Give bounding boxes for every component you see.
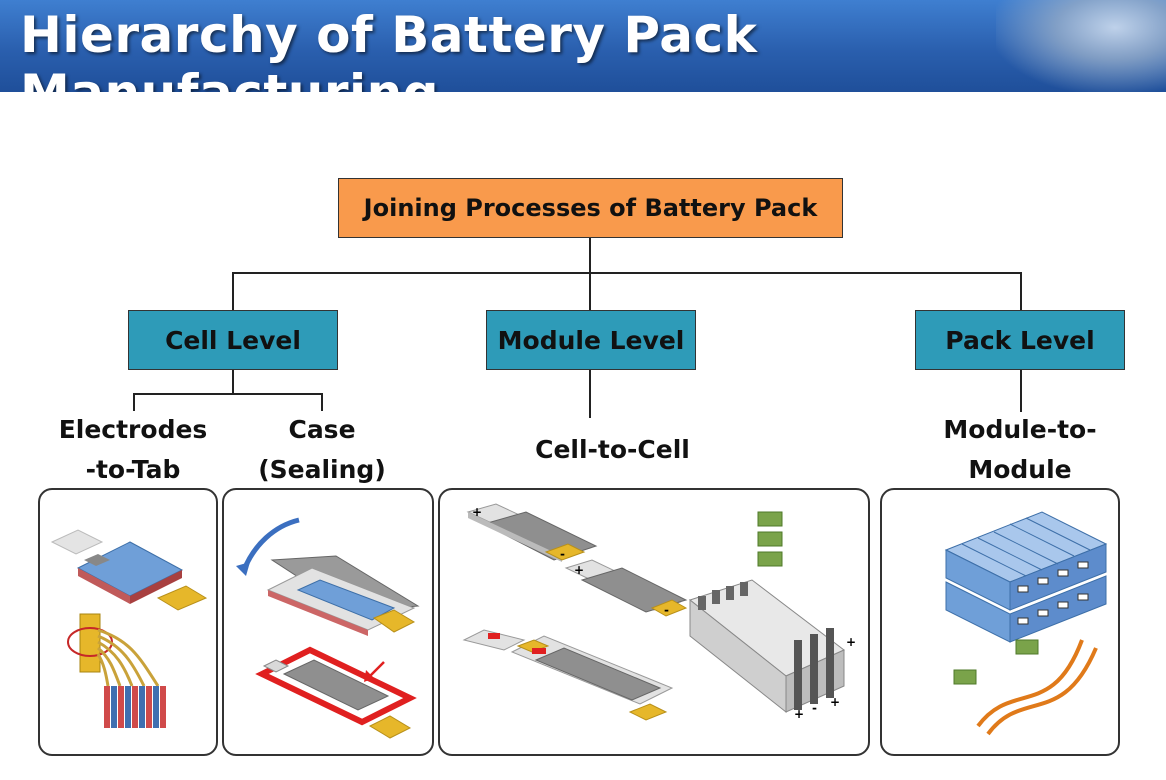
module-to-module-label: Module-to- Module	[943, 415, 1097, 484]
cell-to-cell-label: Cell-to-Cell	[535, 435, 690, 464]
electrodes-to-tab-label: Electrodes -to-Tab	[58, 415, 208, 484]
svg-text:-: -	[560, 547, 565, 561]
connector-cell-down	[232, 370, 234, 394]
connector-to-pack-level	[1020, 272, 1022, 310]
pack-level-node: Pack Level	[915, 310, 1125, 370]
page-title: Hierarchy of Battery Pack Manufacturing	[20, 6, 758, 92]
svg-text:-: -	[812, 701, 817, 715]
connector-to-electrodes	[133, 393, 135, 411]
connector-to-cell-level	[232, 272, 234, 310]
svg-text:+: +	[574, 563, 584, 577]
svg-text:+: +	[846, 635, 856, 649]
cell-level-node: Cell Level	[128, 310, 338, 370]
cell-to-cell-illustration: + - + - + - + +	[462, 503, 856, 721]
module-to-module-illustration	[944, 511, 1108, 736]
connector-cell-split	[133, 393, 323, 395]
electrodes-to-tab-illustration	[50, 529, 208, 728]
cell-to-cell-panel: + - + - + - + +	[438, 488, 870, 756]
car-graphic	[996, 0, 1166, 92]
connector-to-module-level	[589, 272, 591, 310]
module-level-node: Module Level	[486, 310, 696, 370]
header-banner: Hierarchy of Battery Pack Manufacturing	[0, 0, 1166, 92]
svg-text:-: -	[664, 603, 669, 617]
connector-root-down	[589, 238, 591, 274]
svg-text:+: +	[830, 695, 840, 709]
case-sealing-panel	[222, 488, 434, 756]
connector-to-case	[321, 393, 323, 411]
electrodes-to-tab-panel	[38, 488, 218, 756]
root-node: Joining Processes of Battery Pack	[338, 178, 843, 238]
module-to-module-panel	[880, 488, 1120, 756]
case-sealing-label: Case (Sealing)	[258, 415, 386, 484]
svg-text:+: +	[472, 505, 482, 519]
connector-pack-down	[1020, 370, 1022, 412]
svg-text:+: +	[794, 707, 804, 721]
connector-module-down	[589, 370, 591, 418]
connector-horizontal-levels	[232, 272, 1022, 274]
case-sealing-illustration	[236, 517, 420, 739]
